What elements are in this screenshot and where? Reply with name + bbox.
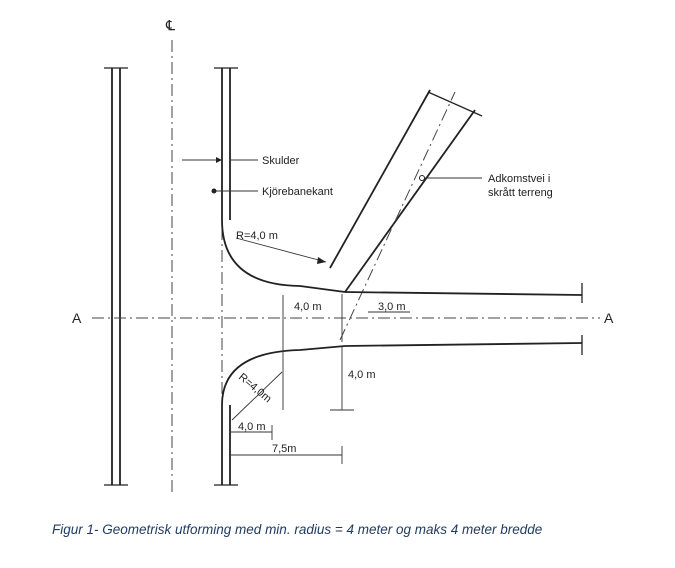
adkomstvei-label-line2: skrått terreng bbox=[488, 187, 553, 199]
section-label-right: A bbox=[604, 310, 614, 326]
adkomstvei-label-line1: Adkomstvei i bbox=[488, 173, 550, 185]
radius-top-label: R=4,0 m bbox=[236, 230, 278, 242]
access-road-edge-left bbox=[329, 89, 431, 269]
dim-4m-mid-label: 4,0 m bbox=[294, 301, 322, 313]
skulder-arrowhead bbox=[216, 157, 222, 163]
lower-fillet-curve bbox=[221, 345, 346, 406]
adkomstvei-marker bbox=[419, 175, 425, 181]
section-label-left: A bbox=[72, 310, 82, 326]
dim-3m-label: 3,0 m bbox=[378, 301, 406, 313]
access-road-end-mark bbox=[427, 91, 483, 117]
dim-4m-bottom-label: 4,0 m bbox=[238, 421, 266, 433]
dim-4m-right-label: 4,0 m bbox=[348, 369, 376, 381]
radius-bottom-leader bbox=[231, 371, 283, 421]
dim-7-5m-label: 7,5m bbox=[272, 443, 296, 455]
access-road-centerline bbox=[339, 91, 456, 341]
figure-caption: Figur 1- Geometrisk utforming med min. r… bbox=[52, 522, 543, 537]
upper-fillet-curve bbox=[221, 219, 346, 293]
branch-road-upper-edge bbox=[344, 291, 583, 296]
branch-road-lower-edge bbox=[344, 342, 583, 347]
centerline-symbol: ℄ bbox=[165, 17, 175, 33]
radius-top-arrowhead bbox=[317, 257, 326, 264]
access-road-edge-right bbox=[344, 109, 476, 293]
kjorebanekant-marker bbox=[211, 188, 217, 194]
radius-bottom-label: R=4,0m bbox=[236, 371, 273, 405]
kjorebanekant-label: Kjörebanekant bbox=[262, 186, 333, 198]
radius-top-leader bbox=[235, 237, 327, 263]
skulder-label: Skulder bbox=[262, 155, 300, 167]
